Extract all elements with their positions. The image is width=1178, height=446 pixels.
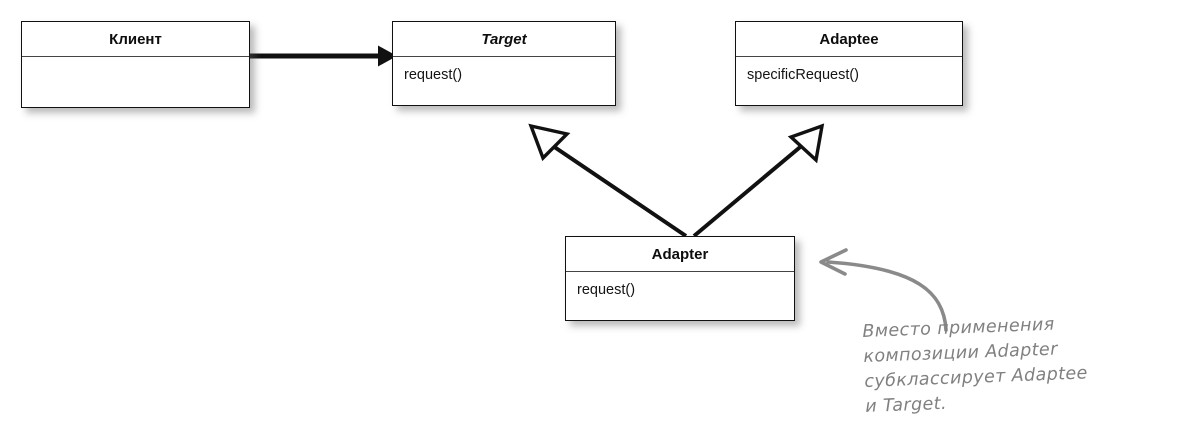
generalization-line (545, 140, 688, 238)
class-name-adaptee: Adaptee (736, 22, 962, 57)
class-members-adapter: request() (566, 272, 794, 320)
curved-arrow-shaft (826, 260, 948, 332)
class-member: request() (577, 282, 636, 298)
class-member: specificRequest() (747, 67, 860, 83)
edge-adapter-to-target (528, 123, 688, 238)
class-name-target: Target (393, 22, 615, 57)
uml-class-target[interactable]: Target request() (392, 21, 616, 106)
class-members-adaptee: specificRequest() (736, 57, 962, 105)
hollow-triangle-icon (787, 123, 825, 164)
uml-class-client[interactable]: Клиент (21, 21, 250, 108)
annotation-note: Вместо применения композиции Adapter суб… (862, 308, 1166, 419)
class-name-adapter: Adapter (566, 237, 794, 272)
uml-class-adapter[interactable]: Adapter request() (565, 236, 795, 321)
class-members-client (22, 57, 249, 107)
open-arrow-icon (819, 248, 848, 276)
note-pointer-arrow (819, 248, 948, 332)
class-members-target: request() (393, 57, 615, 105)
generalization-line (692, 141, 807, 238)
filled-arrow-icon (378, 45, 397, 67)
class-name-client: Клиент (22, 22, 249, 57)
hollow-triangle-icon (528, 123, 571, 162)
edge-adapter-to-adaptee (692, 123, 825, 238)
class-member: request() (404, 67, 463, 83)
edge-client-to-target (250, 45, 397, 67)
uml-class-adaptee[interactable]: Adaptee specificRequest() (735, 21, 963, 106)
